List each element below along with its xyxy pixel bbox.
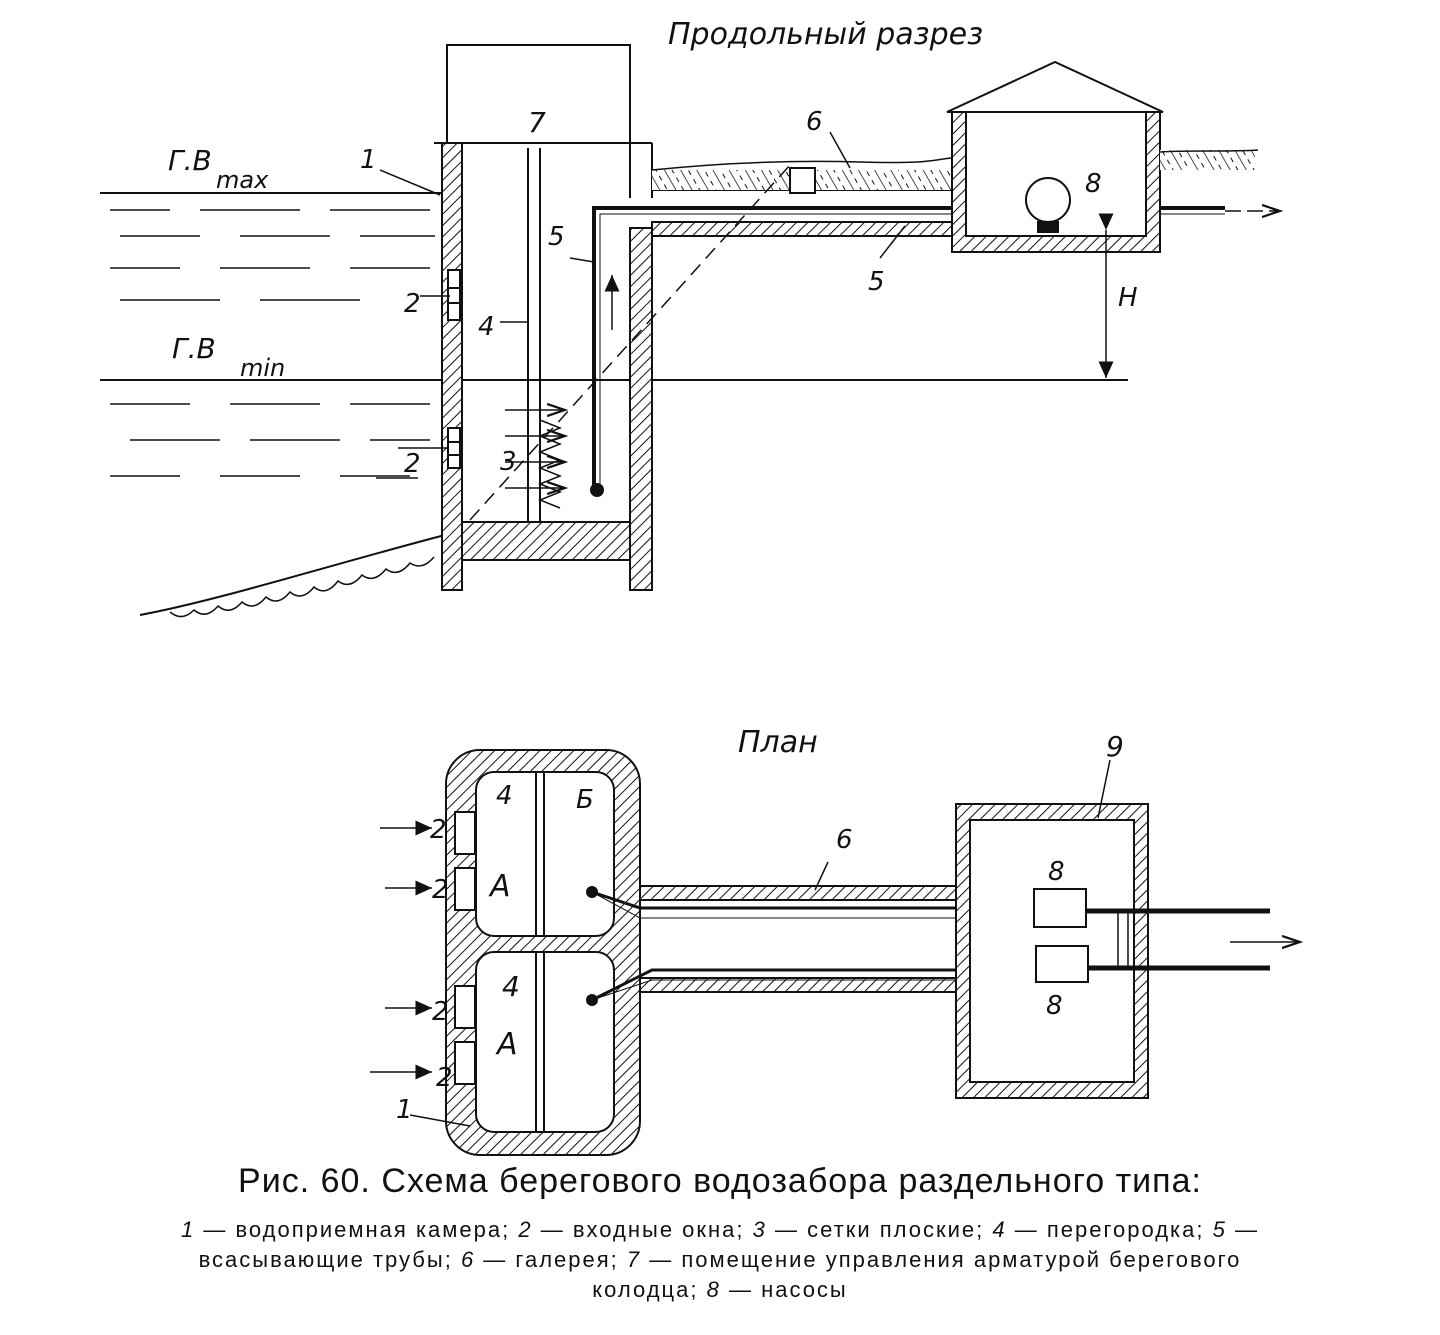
- label-a-lower: А: [495, 1027, 518, 1062]
- plan-window-4: [454, 1041, 476, 1085]
- legend-item-text: — насосы: [720, 1277, 848, 1302]
- legend-item-text: — помещение управления арматурой берегов…: [592, 1247, 1242, 1302]
- inlet-window-lower: [447, 427, 461, 469]
- label-1-section: 1: [360, 145, 377, 175]
- label-8-plan-upper: 8: [1048, 857, 1065, 887]
- section-title: Продольный разрез: [668, 17, 983, 52]
- label-3: 3: [500, 447, 517, 477]
- figure-caption: Рис. 60. Схема берегового водозабора раз…: [0, 1160, 1440, 1305]
- inlet-window-upper: [447, 269, 461, 321]
- legend-item-text: — перегородка;: [1006, 1217, 1213, 1242]
- label-a-upper: А: [488, 869, 511, 904]
- legend-item-number: 7: [626, 1247, 642, 1272]
- legend-item: 7 — помещение управления арматурой берег…: [592, 1247, 1241, 1302]
- legend-item-number: 2: [518, 1217, 533, 1242]
- label-b-chamber: Б: [576, 785, 594, 815]
- pump-plan-2: [1035, 945, 1089, 983]
- legend-item-text: — сетки плоские;: [766, 1217, 993, 1242]
- legend-item-number: 8: [706, 1277, 721, 1302]
- gallery-hatch-access: [789, 167, 816, 194]
- shaft-right-wall: [629, 227, 653, 591]
- label-7: 7: [528, 106, 546, 139]
- legend-item-text: — входные окна;: [532, 1217, 753, 1242]
- label-2-plan-1: 2: [430, 815, 447, 845]
- suction-pipe-plan-upper: [591, 890, 1032, 910]
- legend-item: 1 — водоприемная камера;: [181, 1217, 518, 1242]
- longitudinal-section: [100, 44, 1280, 618]
- pump-section: [1025, 177, 1071, 223]
- legend-item-number: 6: [460, 1247, 476, 1272]
- plan-window-1: [454, 811, 476, 855]
- gv-max-subscript: max: [216, 166, 269, 194]
- label-5-vertical: 5: [548, 222, 565, 252]
- label-2-plan-3: 2: [432, 997, 449, 1027]
- legend-item-number: 5: [1212, 1217, 1227, 1242]
- slope-line: [469, 164, 791, 521]
- label-6-plan: 6: [836, 825, 853, 855]
- label-2-upper: 2: [404, 289, 421, 319]
- label-6-section: 6: [806, 107, 823, 137]
- label-5-gallery: 5: [868, 267, 885, 297]
- shaft-bottom-slab: [461, 521, 631, 561]
- control-room: [446, 44, 631, 144]
- plan-window-2: [454, 867, 476, 911]
- label-4-section: 4: [478, 312, 495, 342]
- legend-item-text: — водоприемная камера;: [195, 1217, 519, 1242]
- label-2-plan-2: 2: [432, 875, 449, 905]
- plan-window-3: [454, 985, 476, 1029]
- legend-item: 2 — входные окна;: [518, 1217, 752, 1242]
- legend-item: 6 — галерея;: [461, 1247, 627, 1272]
- label-9: 9: [1106, 730, 1124, 763]
- legend-item: 8 — насосы: [707, 1277, 848, 1302]
- label-8-plan-lower: 8: [1046, 991, 1063, 1021]
- flat-screens: [537, 419, 563, 509]
- pump-plan-1: [1033, 888, 1087, 928]
- label-2-plan-4: 2: [436, 1063, 453, 1093]
- legend-item-text: — всасывающие трубы;: [198, 1217, 1259, 1272]
- water-surface-dashes: [110, 209, 435, 477]
- legend-item-number: 1: [181, 1217, 196, 1242]
- label-head: H: [1118, 283, 1138, 313]
- label-4-plan-lower: 4: [502, 970, 520, 1003]
- legend-item: 5 — всасывающие трубы;: [199, 1217, 1259, 1272]
- label-8-section: 8: [1085, 169, 1102, 199]
- ground-right: [1160, 150, 1255, 170]
- river-bed: [139, 534, 446, 616]
- label-1-plan: 1: [396, 1095, 413, 1125]
- water-intake-diagram: Продольный разрез Г.В max Г.В min 1 2 2 …: [100, 17, 1440, 1156]
- legend-item-number: 4: [992, 1217, 1007, 1242]
- label-4-plan-upper: 4: [496, 781, 513, 811]
- pump-house-roof: [946, 60, 1164, 113]
- river-bed-scallops: [169, 556, 435, 618]
- suction-bell: [590, 483, 604, 497]
- shaft-left-wall: [441, 142, 463, 591]
- gv-min-subscript: min: [240, 354, 285, 382]
- legend-item: 4 — перегородка;: [992, 1217, 1212, 1242]
- gallery-plan-upper: [639, 885, 957, 901]
- suction-pipe-plan-lower: [591, 968, 1036, 1002]
- gv-min-label: Г.В: [172, 332, 216, 365]
- plan-title: План: [738, 725, 818, 760]
- label-2-lower: 2: [404, 449, 421, 479]
- legend-item-number: 3: [752, 1217, 767, 1242]
- caption-legend: 1 — водоприемная камера; 2 — входные окн…: [180, 1215, 1260, 1305]
- gallery: [651, 221, 953, 237]
- caption-title: Рис. 60. Схема берегового водозабора раз…: [238, 1162, 1202, 1200]
- legend-item: 3 — сетки плоские;: [753, 1217, 993, 1242]
- legend-item-text: — галерея;: [475, 1247, 627, 1272]
- plan-view: [370, 749, 1300, 1156]
- gv-max-label: Г.В: [168, 144, 212, 177]
